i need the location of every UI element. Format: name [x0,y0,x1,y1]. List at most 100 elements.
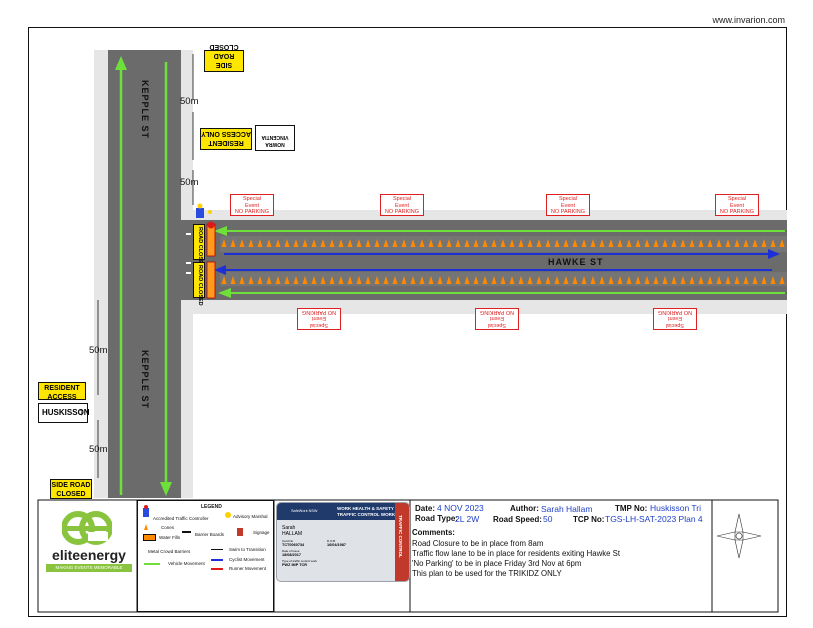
cone-icon [680,239,686,247]
sign-side-road-closed-bottom: SIDE ROAD CLOSED [50,479,92,499]
cone-icon [743,239,749,247]
accreditation-card: SafeWork NSW WORK HEALTH & SAFETY TRAFFI… [276,502,410,582]
cone-icon [266,239,272,247]
cone-icon [419,276,425,284]
cone-icon [491,239,497,247]
cone-icon [554,276,560,284]
cone-icon [257,276,263,284]
cone-icon [356,276,362,284]
cone-icon [320,239,326,247]
cone-icon [518,276,524,284]
cone-icon [284,239,290,247]
road-type-label: Road Type: [415,514,458,523]
card-side-text: TRAFFIC CONTROL [398,515,403,558]
kepple-verge-right-lower [181,300,193,498]
sign-resident-access-only-left: RESIDENT ACCESS ONLY [38,382,86,410]
barrier-board-icon [182,531,191,540]
cone-icon [347,239,353,247]
author-value: Sarah Hallam [541,504,593,514]
cone-icon [491,276,497,284]
cone-icon [446,276,452,284]
cone-icon [572,276,578,284]
cone-icon [599,239,605,247]
cone-icon [446,239,452,247]
cone-icon [392,239,398,247]
cone-icon [302,239,308,247]
hawke-arrow-bottom-head [218,288,231,298]
cone-icon [392,276,398,284]
cone-icon [761,239,767,247]
logo-tagline: MAKING EVENTS MEMORABLE [46,564,132,572]
comment-line: This plan to be used for the TRIKIDZ ONL… [412,569,562,578]
stop-line-1 [186,233,191,235]
cone-icon [302,276,308,284]
street-name-kepple-upper: KEPPLE ST [140,80,150,140]
card-dob: 16/04/1987 [327,543,347,547]
cone-icon [239,276,245,284]
card-no: TCT0060734 [282,543,305,547]
barrier-board-1 [206,223,216,257]
cone-icon [338,239,344,247]
legend-title: LEGEND [201,504,222,510]
cone-icon [293,276,299,284]
cone-icon [356,239,362,247]
cone-icon [311,276,317,284]
cone-icon [365,239,371,247]
card-type: PWZ IMP TCR [282,563,308,567]
cone-icon [527,276,533,284]
distance-label-top-1: 50m [180,96,199,107]
cone-icon [500,276,506,284]
sign-side-road-closed-top: SIDE ROAD CLOSED [204,43,244,72]
cone-icon [734,239,740,247]
card-name-1: Sarah [282,525,296,531]
kepple-verge-right [181,50,193,220]
stop-line-3 [186,272,191,274]
cone-icon [689,276,695,284]
cone-icon [653,239,659,247]
hawke-arrow-top-head [214,226,227,236]
cone-icon [239,239,245,247]
cone-icon [455,239,461,247]
cone-icon [608,239,614,247]
cone-icon [770,239,776,247]
legend-swim: Swim to Transition [229,547,266,552]
cone-icon [770,276,776,284]
date-label: Date: [415,504,436,513]
street-name-kepple-lower: KEPPLE ST [140,350,150,410]
arrow-up-icon: ↑ [78,406,85,418]
marshal-flag [208,210,212,214]
website-url[interactable]: www.invarion.com [712,15,785,25]
card-title-1: WORK HEALTH & SAFETY [337,506,394,511]
cone-icon [293,239,299,247]
signage-icon [237,528,243,536]
cone-icon [437,239,443,247]
cone-icon [563,239,569,247]
cone-icon [527,239,533,247]
card-issue: 18/08/2017 [282,553,302,557]
cone-icon [144,524,148,530]
kepple-arrow-up-head [115,56,127,70]
cone-icon [374,276,380,284]
cone-icon [662,276,668,284]
cone-icon [671,239,677,247]
cone-icon [644,239,650,247]
cone-icon [284,276,290,284]
cone-icon [644,276,650,284]
sign-huskisson: HUSKISSON↑ [38,403,90,423]
cone-icon [599,276,605,284]
legend-runner: Runner Movement [229,566,267,571]
card-side-stripe [395,503,409,581]
cone-icon [635,276,641,284]
card-no-label: Card No [282,539,294,543]
sign-resident-access-only-top: RESIDENT ACCESS ONLY [200,128,252,150]
cone-icon [581,276,587,284]
cone-icon [707,239,713,247]
cone-icon [725,239,731,247]
cone-icon [572,239,578,247]
sign-road-closed-2: ROAD CLOSED [193,262,205,306]
cone-icon [221,276,227,284]
